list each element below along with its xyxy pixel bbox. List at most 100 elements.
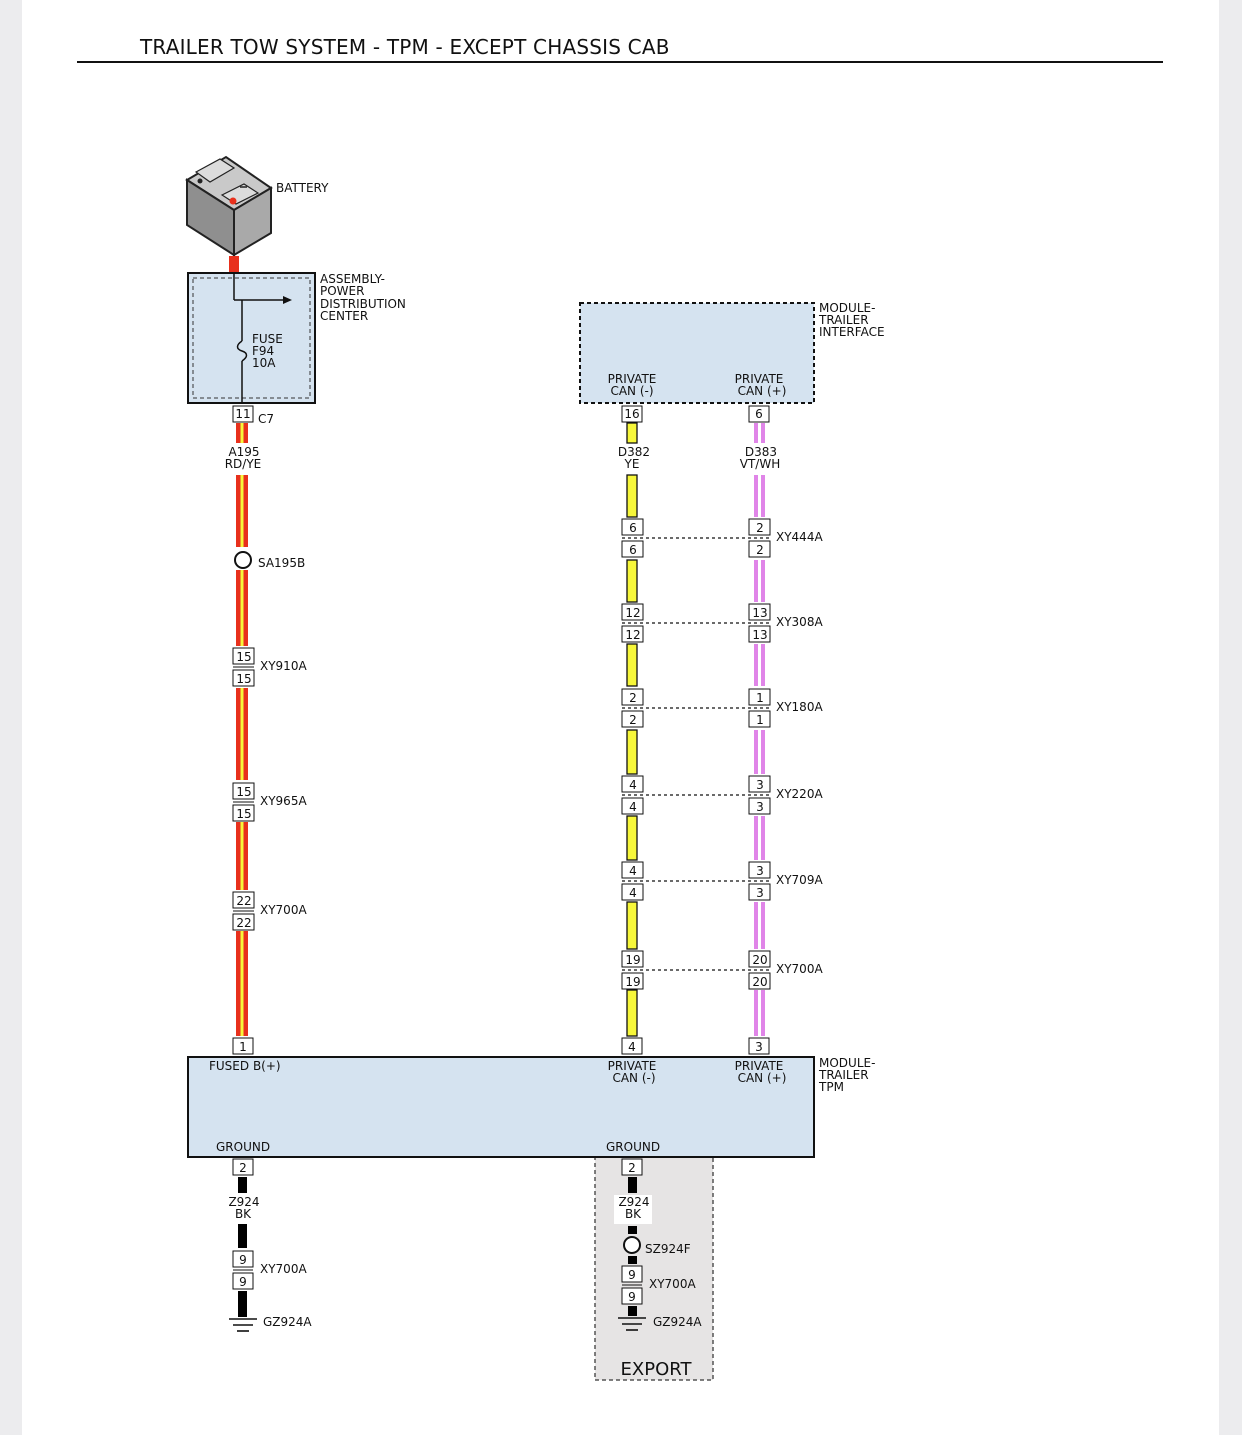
mti-label-2: TRAILER — [818, 313, 869, 327]
mti-pin-name-can-minus-2: CAN (-) — [610, 384, 653, 398]
export-region — [594, 1156, 714, 1381]
page-title: TRAILER TOW SYSTEM - TPM - EXCEPT CHASSI… — [140, 35, 670, 59]
ground-left-label: GZ924A — [263, 1315, 312, 1329]
ground-icon-left — [229, 1318, 257, 1332]
xy180a-minus-top: 2 — [629, 691, 637, 705]
xy709a-plus-bottom: 3 — [756, 886, 764, 900]
mti-label-3: INTERFACE — [819, 325, 885, 339]
wire-d382-color: YE — [624, 457, 640, 471]
tpm-pin-ground-right: 2 — [628, 1161, 636, 1175]
tpm-pin-can-plus: 3 — [755, 1040, 763, 1054]
xy700a-can-plus-bottom: 20 — [752, 975, 767, 989]
xy444a-plus-top: 2 — [756, 521, 764, 535]
xy308a-plus-bottom: 13 — [752, 628, 767, 642]
xy220a-label: XY220A — [776, 787, 823, 801]
mti-label-1: MODULE- — [819, 301, 875, 315]
splice-sz924f-label: SZ924F — [645, 1242, 691, 1256]
tpm-pin-can-minus: 4 — [628, 1040, 636, 1054]
xy220a-plus-top: 3 — [756, 778, 764, 792]
xy308a-plus-top: 13 — [752, 606, 767, 620]
tpm-can-minus-label-2: CAN (-) — [612, 1071, 655, 1085]
tpm-pin-ground-right-box — [621, 1158, 643, 1176]
xy180a-plus-top: 1 — [756, 691, 764, 705]
tpm-pin-3-box — [748, 1037, 770, 1055]
tpm-can-plus-label-1: PRIVATE — [735, 1059, 784, 1073]
xy308a-minus-top: 12 — [625, 606, 640, 620]
xy220a-plus-bottom: 3 — [756, 800, 764, 814]
xy709a-minus-bottom: 4 — [629, 886, 637, 900]
pdc-label-1: ASSEMBLY- — [320, 272, 385, 286]
ground-left-connector-label: XY700A — [260, 1262, 307, 1276]
ground-right-label: GZ924A — [653, 1315, 702, 1329]
fuse-label-2: F94 — [252, 344, 274, 358]
mti-pin-6: 6 — [755, 407, 763, 421]
pdc-pin-box — [232, 405, 254, 423]
xy308a-label: XY308A — [776, 615, 823, 629]
xy709a-minus-top: 4 — [629, 864, 637, 878]
xy700a-can-label: XY700A — [776, 962, 823, 976]
tpm-pin-4-box — [621, 1037, 643, 1055]
splice-sz924f — [623, 1236, 641, 1254]
xy709a-plus-top: 3 — [756, 864, 764, 878]
mti-pin-name-can-plus-1: PRIVATE — [735, 372, 784, 386]
battery-icon — [185, 155, 273, 257]
z924-right-label-bg — [614, 1195, 652, 1224]
pdc-pin: 11 — [235, 407, 250, 421]
ground-right-pin-bottom: 9 — [628, 1290, 636, 1304]
ground-icon-right — [618, 1317, 646, 1331]
xy965a-pin-top: 15 — [236, 785, 251, 799]
fuse-icon — [236, 340, 248, 362]
xy444a-plus-bottom: 2 — [756, 543, 764, 557]
xy180a-plus-bottom: 1 — [756, 713, 764, 727]
xy965a-pin-bottom: 15 — [236, 807, 251, 821]
ground-left-pin-bottom: 9 — [239, 1275, 247, 1289]
tpm-pin-fused-b: 1 — [239, 1040, 247, 1054]
wire-d383-color: VT/WH — [740, 457, 780, 471]
xy700a-can-minus-top: 19 — [625, 953, 640, 967]
battery-label: BATTERY — [276, 181, 329, 195]
xy308a-minus-bottom: 12 — [625, 628, 640, 642]
ground-left-pin-top: 9 — [239, 1253, 247, 1267]
can-connector-xy220a — [621, 775, 771, 815]
wire-d383-circuit: D383 — [745, 445, 777, 459]
ground-connector-left-xy700a — [232, 1250, 254, 1290]
mti-pin-name-can-plus-2: CAN (+) — [738, 384, 787, 398]
can-connector-xy709a — [621, 861, 771, 901]
mti-pin-name-can-minus-1: PRIVATE — [608, 372, 657, 386]
tpm-pin-ground-left-box — [232, 1158, 254, 1176]
title-rule — [77, 61, 1163, 63]
wire-a195-color: RD/YE — [225, 457, 262, 471]
export-label: EXPORT — [621, 1359, 693, 1380]
wire-d382 — [626, 422, 638, 1037]
tpm-label-1: MODULE- — [819, 1056, 875, 1070]
tpm-pin-1-box — [232, 1037, 254, 1055]
tpm-ground-left-label: GROUND — [216, 1140, 270, 1154]
module-trailer-tpm — [187, 1056, 815, 1158]
pdc-label-2: POWER — [320, 284, 364, 298]
splice-sa195b-label: SA195B — [258, 556, 305, 570]
power-connector-xy700a — [232, 891, 255, 931]
xy180a-minus-bottom: 2 — [629, 713, 637, 727]
can-connector-xy700a — [621, 950, 771, 990]
wire-a195-circuit: A195 — [228, 445, 259, 459]
xy700a-power-pin-top: 22 — [236, 894, 251, 908]
mti-pin-16: 16 — [624, 407, 639, 421]
xy910a-pin-bottom: 15 — [236, 672, 251, 686]
xy700a-can-minus-bottom: 19 — [625, 975, 640, 989]
xy700a-power-label: XY700A — [260, 903, 307, 917]
battery-lead — [229, 256, 239, 273]
xy709a-label: XY709A — [776, 873, 823, 887]
xy910a-label: XY910A — [260, 659, 307, 673]
mti-pin-16-box — [621, 405, 643, 423]
xy444a-minus-bottom: 6 — [629, 543, 637, 557]
wire-z924-left-circuit: Z924 — [228, 1195, 259, 1209]
splice-sa195b — [234, 551, 252, 569]
wire-z924-right-color: BK — [625, 1207, 642, 1221]
ground-right-connector-label: XY700A — [649, 1277, 696, 1291]
wire-d383 — [754, 423, 765, 1036]
wire-z924-left-color: BK — [235, 1207, 252, 1221]
can-connector-xy308a — [621, 603, 771, 643]
xy180a-label: XY180A — [776, 700, 823, 714]
power-connector-xy965a — [232, 782, 255, 822]
